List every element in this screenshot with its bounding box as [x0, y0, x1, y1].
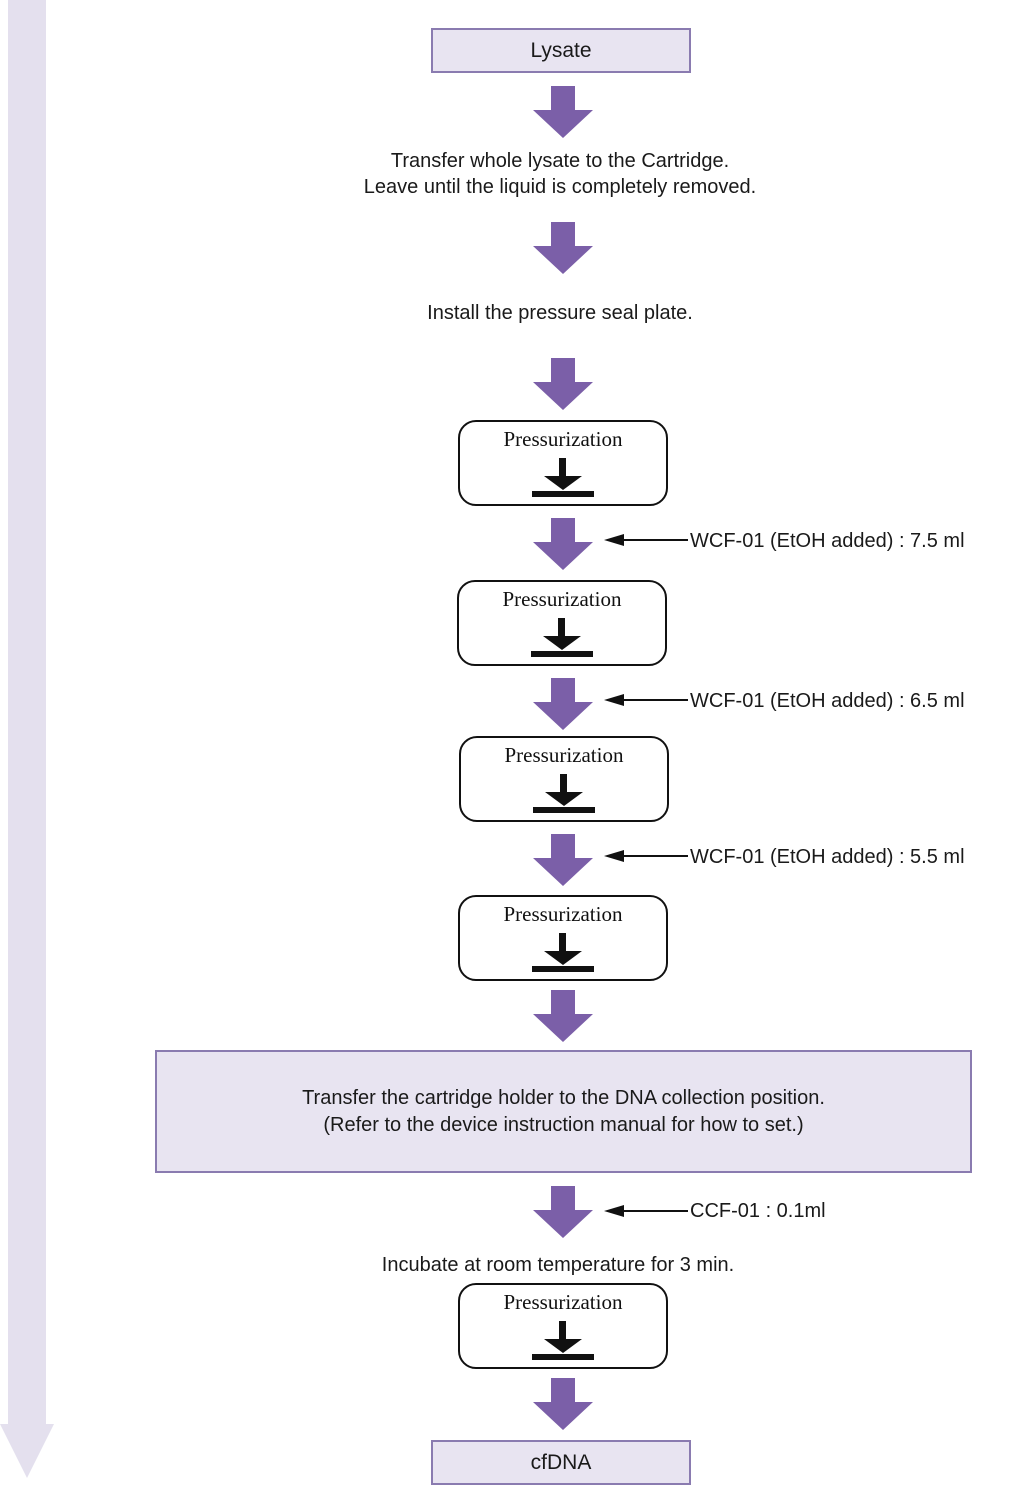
end-box-label: cfDNA [530, 1450, 592, 1474]
pressurization-box-5: Pressurization [458, 1283, 668, 1369]
press-down-icon [532, 933, 594, 972]
addition-wash1-label: WCF-01 (EtOH added) : 7.5 ml [690, 530, 965, 552]
step-transfer-line2: Leave until the liquid is completely rem… [363, 176, 757, 198]
flow-arrow-down-icon [533, 86, 593, 138]
pressurization-label: Pressurization [504, 743, 624, 767]
addition-wash2-label: WCF-01 (EtOH added) : 6.5 ml [690, 690, 965, 712]
press-down-icon [533, 774, 595, 813]
pressurization-label: Pressurization [503, 427, 623, 451]
pressurization-box-4: Pressurization [458, 895, 668, 981]
end-box-cfdna: cfDNA [431, 1440, 691, 1485]
flow-arrow-down-icon [533, 990, 593, 1042]
side-progress-arrow-shaft [8, 0, 46, 1430]
pressurization-box-2: Pressurization [457, 580, 667, 666]
press-down-icon [532, 458, 594, 497]
step-collection-line1: Transfer the cartridge holder to the DNA… [302, 1086, 825, 1109]
flow-arrow-down-icon [533, 518, 593, 570]
step-incubate-text: Incubate at room temperature for 3 min. [381, 1254, 735, 1276]
pointer-arrow-left-icon [604, 850, 688, 862]
collection-position-box: Transfer the cartridge holder to the DNA… [155, 1050, 972, 1173]
addition-elution-label: CCF-01 : 0.1ml [690, 1200, 826, 1222]
pointer-arrow-left-icon [604, 1205, 688, 1217]
start-box-label: Lysate [530, 38, 592, 62]
flow-arrow-down-icon [533, 1186, 593, 1238]
flow-arrow-down-icon [533, 222, 593, 274]
pressurization-box-3: Pressurization [459, 736, 669, 822]
pointer-arrow-left-icon [604, 694, 688, 706]
press-down-icon [531, 618, 593, 657]
pressurization-label: Pressurization [503, 1290, 623, 1314]
pressurization-label: Pressurization [503, 902, 623, 926]
step-collection-line2: (Refer to the device instruction manual … [323, 1113, 804, 1136]
flow-arrow-down-icon [533, 834, 593, 886]
addition-wash3-label: WCF-01 (EtOH added) : 5.5 ml [690, 846, 965, 868]
step-install-text: Install the pressure seal plate. [427, 302, 693, 324]
flow-arrow-down-icon [533, 1378, 593, 1430]
step-transfer-text: Transfer whole lysate to the Cartridge. … [260, 148, 860, 200]
flow-arrow-down-icon [533, 358, 593, 410]
side-progress-arrow-head [0, 1424, 54, 1478]
pressurization-box-1: Pressurization [458, 420, 668, 506]
pointer-arrow-left-icon [604, 534, 688, 546]
step-transfer-line1: Transfer whole lysate to the Cartridge. [390, 150, 730, 172]
flow-arrow-down-icon [533, 678, 593, 730]
press-down-icon [532, 1321, 594, 1360]
pressurization-label: Pressurization [502, 587, 622, 611]
start-box-lysate: Lysate [431, 28, 691, 73]
